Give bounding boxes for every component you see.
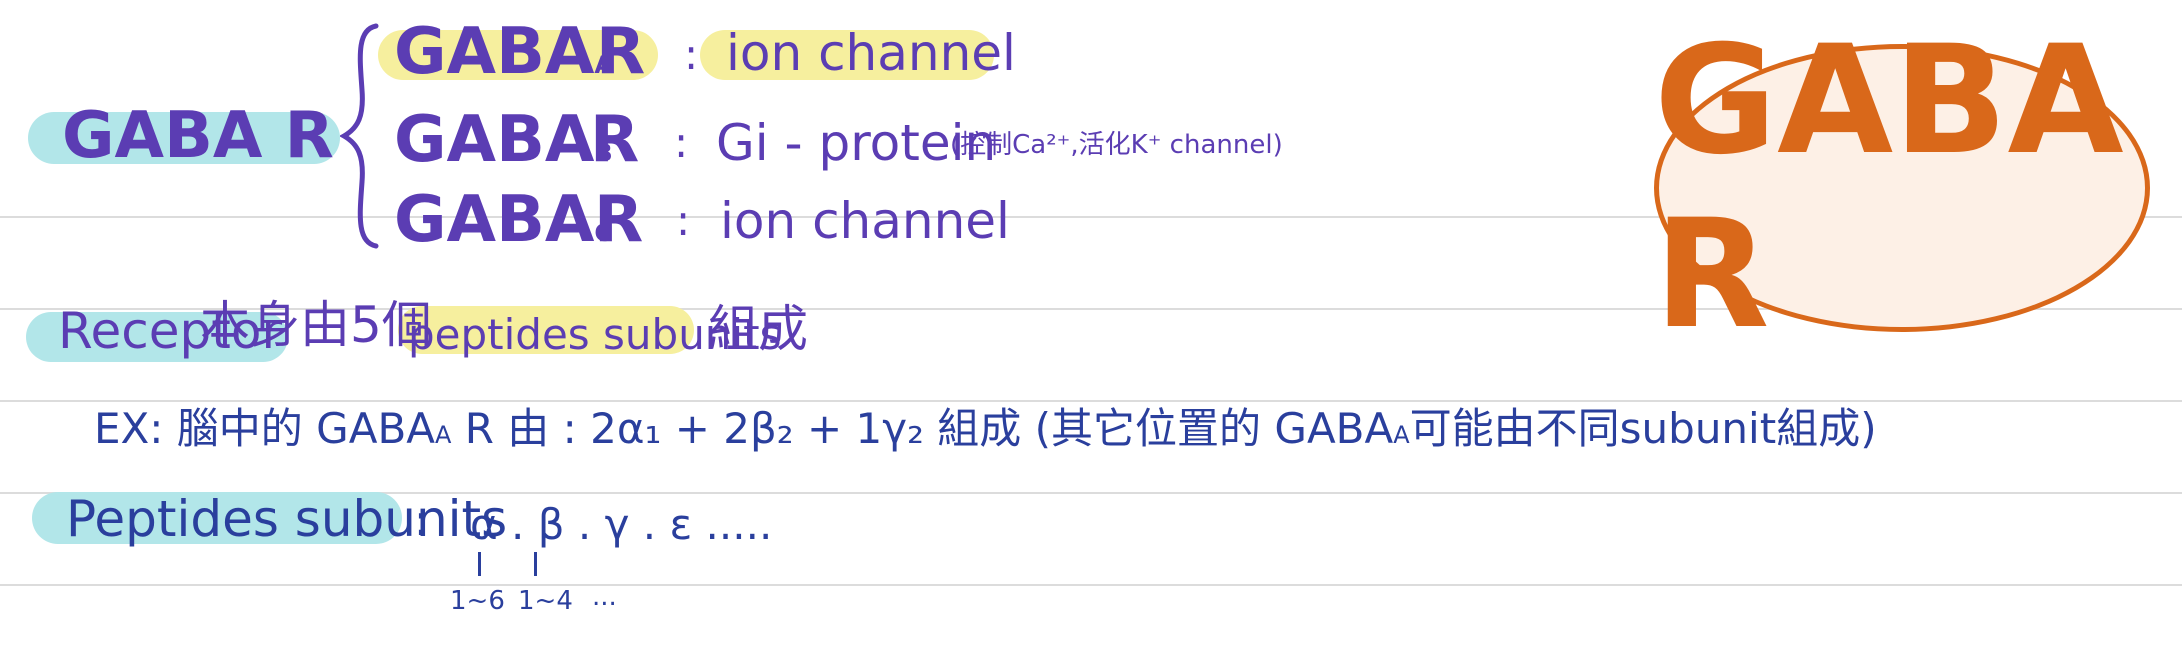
ruled-line: [0, 584, 2182, 586]
peptides-label: Peptides subunits: [66, 490, 508, 548]
subtype-b-suffix: R: [590, 103, 640, 177]
ranges-more: ...: [592, 582, 617, 612]
highlight-receptor: [26, 312, 288, 362]
subtype-b-name: GABAB: [394, 103, 613, 177]
ruled-line: [0, 216, 2182, 218]
beta-range: 1~4: [518, 586, 573, 616]
subtype-c-desc: ion channel: [720, 192, 1010, 250]
composition-peptides: peptides subunits: [408, 310, 782, 359]
subtype-c-colon: :: [676, 196, 691, 245]
subtype-a-desc: ion channel: [726, 24, 1016, 82]
peptides-list: α . β . γ . ε .....: [470, 500, 773, 549]
subtype-b-note: (控制Ca²⁺,活化K⁺ channel): [950, 130, 1283, 160]
highlight-peptides-subunits: [32, 492, 402, 544]
ruled-line: [0, 308, 2182, 310]
beta-tick: [534, 552, 537, 576]
composition-middle: 本身由5個: [200, 296, 432, 354]
subtype-a-colon: :: [684, 30, 699, 79]
ruled-line: [0, 492, 2182, 494]
highlight-gaba-a: [378, 30, 658, 80]
highlight-gaba-r: [28, 112, 340, 164]
ruled-line: [0, 400, 2182, 402]
title-badge: [1654, 44, 2150, 332]
subtype-b-colon: :: [674, 118, 689, 167]
title-badge-text: GABA R: [1654, 14, 2124, 362]
gaba-r-label: GABA R: [62, 99, 334, 173]
highlight-ion-channel: [700, 30, 994, 80]
peptides-colon: :: [414, 496, 429, 545]
alpha-range: 1~6: [450, 586, 505, 616]
example-line: EX: 腦中的 GABAA R 由 : 2α₁ + 2β₂ + 1γ₂ 組成 (…: [94, 404, 1877, 453]
highlight-peptides: [398, 306, 694, 354]
subtype-a-suffix: R: [596, 15, 646, 89]
subtype-c-name: GABAC: [394, 183, 612, 257]
alpha-tick: [478, 552, 481, 576]
subtype-c-suffix: R: [594, 183, 644, 257]
subtype-b-desc: Gi - protein: [716, 114, 997, 172]
curly-brace-icon: [340, 23, 379, 249]
subtype-a-name: GABAA: [394, 15, 613, 89]
composition-end: 組成: [708, 300, 808, 358]
composition-receptor: Receptor: [58, 302, 282, 360]
